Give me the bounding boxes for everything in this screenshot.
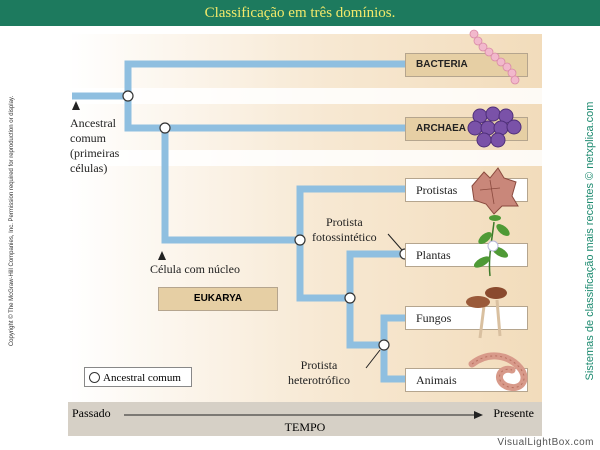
time-axis-label: TEMPO — [284, 420, 326, 434]
page-title: Classificação em três domínios. — [0, 0, 600, 26]
photo-protist-pointer — [387, 233, 403, 251]
hetero-protist-pointer — [365, 349, 381, 369]
hetero-protist-line-2: heterotrófico — [288, 373, 350, 387]
ancestral-arrow-icon — [72, 101, 80, 110]
ancestor-node-eukarya — [294, 234, 306, 246]
bacteria-label: BACTERIA — [416, 59, 468, 70]
time-past-label: Passado — [72, 406, 111, 420]
archaea-cluster-icon — [467, 106, 522, 148]
ancestor-node-fungi-animals — [378, 339, 390, 351]
photo-protist-line-1: Protista — [326, 215, 363, 229]
protists-branch — [296, 185, 405, 240]
fungi-animal-branch — [346, 298, 384, 349]
nucleus-cell-label: Célula com núcleo — [150, 262, 240, 276]
heterotrophic-protist-label: Protista heterotrófico — [288, 358, 350, 388]
ancestral-line-3: (primeiras — [70, 146, 120, 160]
archaea-label: ARCHAEA — [416, 123, 466, 134]
fungi-branch — [380, 314, 405, 345]
ancestral-line-4: células) — [70, 161, 108, 175]
ancestral-line-1: Ancestral — [70, 116, 116, 130]
hetero-protist-line-1: Protista — [300, 358, 338, 372]
nucleus-arrow-icon — [158, 251, 166, 260]
protist-icon — [471, 167, 519, 215]
mushroom-icon — [466, 287, 507, 339]
time-arrow-icon — [124, 411, 483, 419]
photosynthetic-protist-label: Protista fotossintético — [312, 215, 377, 245]
archaea-eukarya-branch — [124, 96, 405, 132]
legend-label: Ancestral comum — [103, 372, 181, 384]
eukarya-label: EUKARYA — [193, 293, 243, 304]
ancestral-label: Ancestral comum (primeiras células) — [70, 116, 119, 176]
time-axis: Passado Presente TEMPO — [68, 402, 542, 436]
ancestral-line-2: comum — [70, 131, 106, 145]
plants-label: Plantas — [416, 248, 451, 262]
animals-label: Animais — [416, 373, 457, 387]
fungi-box: Fungos — [405, 306, 528, 330]
plant-icon — [473, 215, 510, 277]
protists-label: Protistas — [416, 183, 458, 197]
photo-protist-line-2: fotossintético — [312, 230, 377, 244]
ancestor-node-archaea-eukarya — [159, 122, 171, 134]
bacteria-chain-icon — [469, 29, 520, 85]
watermark: VisualLightBox.com — [497, 437, 594, 448]
plants-branch — [346, 250, 405, 298]
fungi-label: Fungos — [416, 311, 452, 325]
eukarya-stem — [161, 128, 300, 244]
time-present-label: Presente — [493, 406, 534, 420]
ancestor-node-multicellular — [344, 292, 356, 304]
eukarya-box: EUKARYA — [158, 287, 278, 311]
earthworm-icon — [468, 352, 528, 391]
animals-branch — [380, 345, 405, 383]
legend: Ancestral comum — [84, 367, 192, 387]
plant-fungi-animal-branch — [296, 240, 350, 302]
bacteria-branch — [124, 60, 405, 96]
ancestor-node-root — [122, 90, 134, 102]
ancestor-node-icon — [89, 372, 100, 383]
